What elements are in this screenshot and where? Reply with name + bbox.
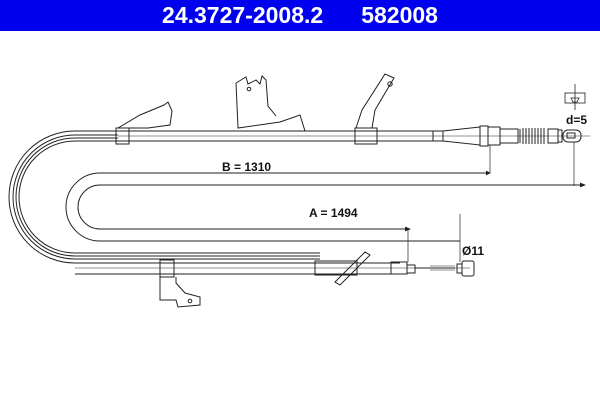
- lower-cable: [75, 251, 475, 308]
- upper-brackets: [116, 73, 395, 132]
- end-fitting-diameter-label: Ø11: [462, 244, 485, 258]
- dimension-lines: [404, 142, 586, 262]
- cable-loop: [8, 130, 320, 264]
- dimension-a-label: A = 1494: [309, 206, 358, 220]
- upper-cable-sheath: [115, 125, 590, 147]
- dimension-b-loop: [65, 172, 585, 242]
- dimension-b-label: B = 1310: [222, 160, 272, 174]
- title-bar: 24.3727-2008.2 582008: [0, 0, 600, 31]
- end-fitting-d-label: d=5: [566, 113, 588, 127]
- part-number: 24.3727-2008.2: [162, 2, 324, 28]
- reference-number: 582008: [361, 2, 438, 28]
- section-symbol: [564, 84, 586, 110]
